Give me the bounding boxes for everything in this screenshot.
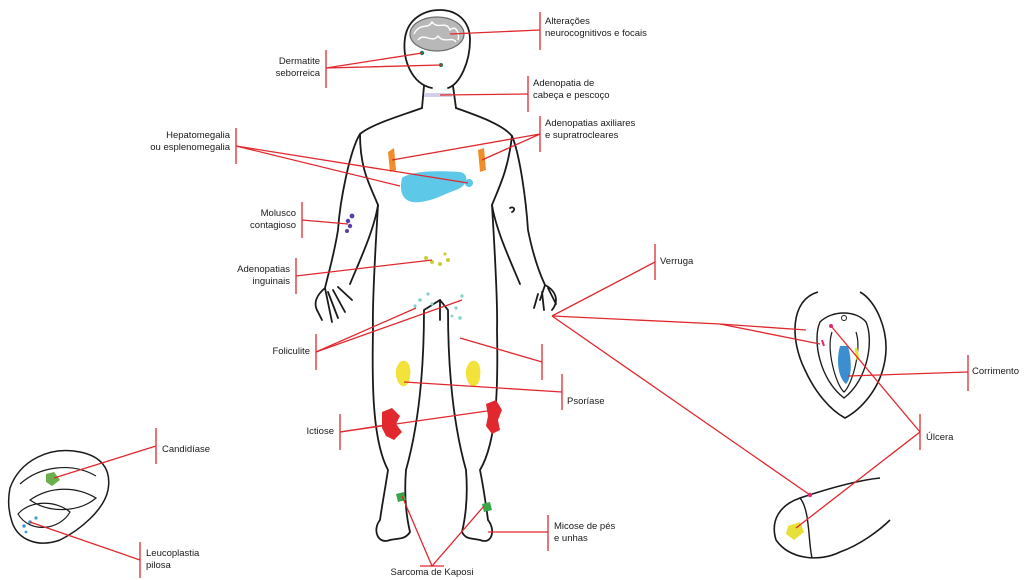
label-ictiose: Ictiose [290,426,334,438]
mouth-figure [9,451,109,543]
body-outline [316,10,556,541]
folliculitis-marker [413,292,463,319]
label-adenopatias-axiliares: Adenopatias axiliares e supratrocleares [545,118,635,142]
inguinal-lymph-marker [424,252,450,266]
label-candidiase: Candidíase [162,444,210,456]
label-sarcoma-kaposi: Sarcoma de Kaposi [382,567,482,579]
label-leucoplastia: Leucoplastia pilosa [146,548,199,572]
penis-figure [774,478,890,558]
label-molusco: Molusco contagioso [236,208,296,232]
label-psoriase: Psoríase [567,396,605,408]
label-foliculite: Foliculite [250,346,310,358]
label-verruga: Verruga [660,256,693,268]
vulva-figure [795,292,886,418]
lesion-markers [345,51,502,512]
liver-shape [401,171,466,202]
label-adenopatias-inguinais: Adenopatias inguinais [226,264,290,288]
leader-lines [30,12,968,578]
psoriasis-right [466,361,481,386]
label-corrimento: Corrimento [972,366,1019,378]
label-micose: Micose de pés e unhas [554,521,615,545]
label-ulcera: Úlcera [926,432,953,444]
label-hepatomegalia: Hepatomegalia ou esplenomegalia [130,130,230,154]
label-alteracoes: Alterações neurocognitivos e focais [545,16,647,40]
ichthyosis-right [486,400,502,434]
label-dermatite: Dermatite seborreica [256,56,320,80]
label-adenopatia-cabeca: Adenopatia de cabeça e pescoço [533,78,610,102]
